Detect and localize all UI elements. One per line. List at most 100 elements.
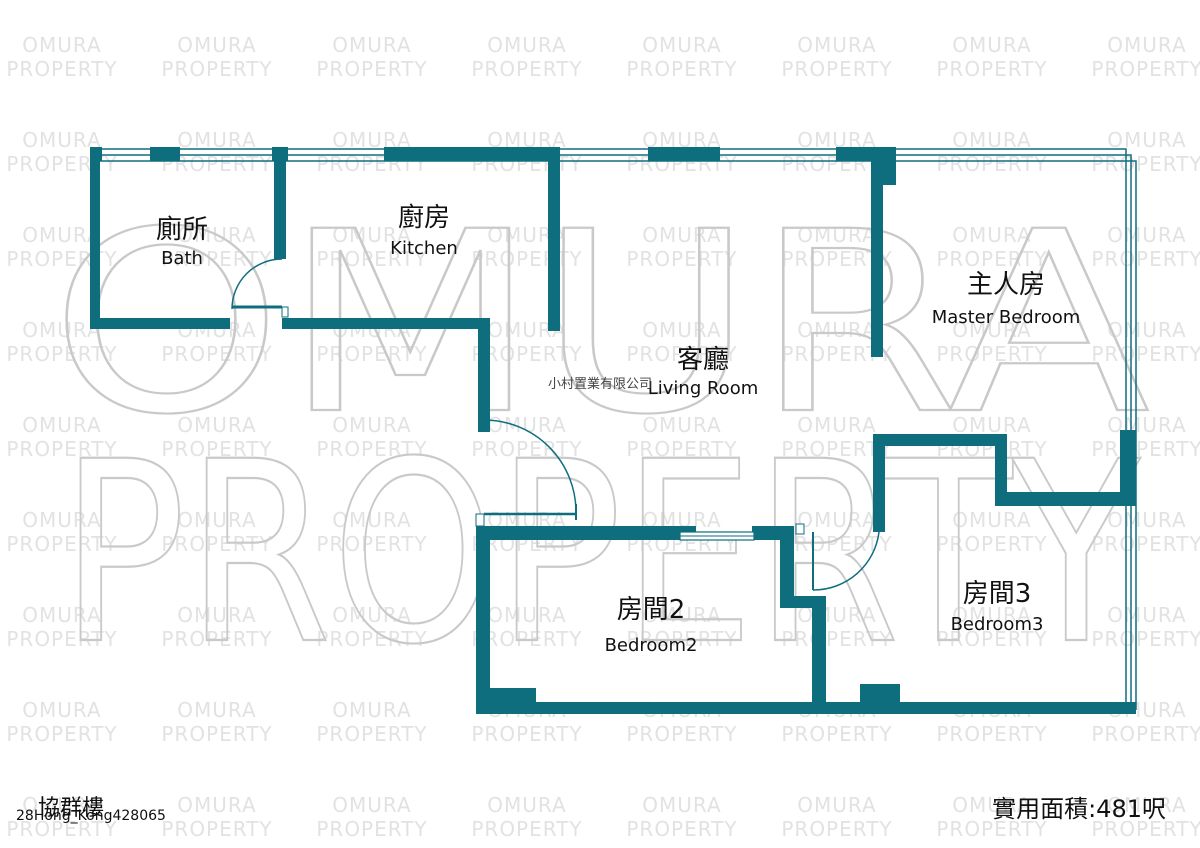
- watermark-tile-line1: OMURA: [177, 128, 256, 152]
- watermark-tile-line1: OMURA: [177, 33, 256, 57]
- watermark-tile-line2: PROPERTY: [6, 817, 117, 841]
- watermark-tile-line1: OMURA: [1107, 223, 1186, 247]
- watermark-tile-line2: PROPERTY: [936, 532, 1047, 556]
- watermark-tile-line2: PROPERTY: [161, 247, 272, 271]
- watermark-large: OMURA PROPERTY: [49, 177, 1151, 700]
- watermark-tile-line2: PROPERTY: [936, 817, 1047, 841]
- watermark-tile-line1: OMURA: [1107, 793, 1186, 817]
- watermark-tile-line1: OMURA: [22, 318, 101, 342]
- watermark-tile-line2: PROPERTY: [161, 57, 272, 81]
- watermark-tiles: OMURAPROPERTYOMURAPROPERTYOMURAPROPERTYO…: [6, 33, 1200, 841]
- watermark-tile-line1: OMURA: [22, 793, 101, 817]
- watermark-tile-line2: PROPERTY: [936, 247, 1047, 271]
- watermark-tile-line1: OMURA: [22, 223, 101, 247]
- watermark-tile-line1: OMURA: [332, 413, 411, 437]
- watermark-tile-line1: OMURA: [642, 413, 721, 437]
- watermark-tile-line1: OMURA: [1107, 603, 1186, 627]
- company-name: 小村置業有限公司: [548, 376, 652, 392]
- watermark-tile-line1: OMURA: [642, 223, 721, 247]
- watermark-tile-line2: PROPERTY: [316, 817, 427, 841]
- watermark-tile-line2: PROPERTY: [316, 532, 427, 556]
- watermark-tile-line2: PROPERTY: [316, 627, 427, 651]
- watermark-tile-line2: PROPERTY: [6, 57, 117, 81]
- watermark-tile-line1: OMURA: [1107, 128, 1186, 152]
- watermark-tile-line1: OMURA: [22, 508, 101, 532]
- watermark-tile-line1: OMURA: [797, 793, 876, 817]
- bedroom3-door-swing: [812, 531, 880, 591]
- watermark-tile-line1: OMURA: [797, 223, 876, 247]
- watermark-tile-line1: OMURA: [642, 793, 721, 817]
- watermark-tile-line1: OMURA: [797, 33, 876, 57]
- watermark-tile-line1: OMURA: [797, 508, 876, 532]
- watermark-tile-line2: PROPERTY: [1091, 342, 1200, 366]
- watermark-tile-line2: PROPERTY: [1091, 722, 1200, 746]
- watermark-tile-line2: PROPERTY: [1091, 152, 1200, 176]
- reference-code: 28Hong_Kong428065: [16, 808, 166, 824]
- watermark-tile-line2: PROPERTY: [6, 627, 117, 651]
- kitchen-label-zh: 廚房: [398, 203, 450, 233]
- watermark-tile-line1: OMURA: [487, 603, 566, 627]
- watermark-tile-line1: OMURA: [1107, 33, 1186, 57]
- watermark-tile-line2: PROPERTY: [161, 627, 272, 651]
- watermark-tile-line2: PROPERTY: [1091, 627, 1200, 651]
- watermark-tile-line1: OMURA: [332, 223, 411, 247]
- watermark-tile-line1: OMURA: [22, 33, 101, 57]
- watermark-tile-line2: PROPERTY: [626, 817, 737, 841]
- bath-door-swing: [231, 258, 283, 310]
- watermark-tile-line1: OMURA: [177, 698, 256, 722]
- watermark-tile-line1: OMURA: [952, 413, 1031, 437]
- watermark-tile-line2: PROPERTY: [936, 342, 1047, 366]
- watermark-tile-line1: OMURA: [177, 793, 256, 817]
- watermark-tile-line2: PROPERTY: [936, 627, 1047, 651]
- watermark-tile-line1: OMURA: [642, 603, 721, 627]
- saleable-area: 實用面積:481呎: [992, 795, 1166, 823]
- watermark-tile-line2: PROPERTY: [471, 247, 582, 271]
- living-label-en: Living Room: [648, 378, 759, 399]
- watermark-tile-line1: OMURA: [332, 508, 411, 532]
- watermark-tile-line2: PROPERTY: [626, 247, 737, 271]
- watermark-tile-line1: OMURA: [332, 33, 411, 57]
- living-door-swing: [483, 419, 577, 513]
- watermark-large-line2: PROPERTY: [60, 408, 1141, 699]
- kitchen-label-en: Kitchen: [390, 238, 458, 259]
- watermark-tile-line1: OMURA: [487, 793, 566, 817]
- bedroom3-label-zh: 房間3: [963, 579, 1032, 609]
- watermark-tile-line1: OMURA: [332, 603, 411, 627]
- watermark-tile-line2: PROPERTY: [781, 722, 892, 746]
- watermark-tile-line1: OMURA: [177, 413, 256, 437]
- watermark-tile-line1: OMURA: [22, 698, 101, 722]
- watermark-tile-line1: OMURA: [1107, 508, 1186, 532]
- watermark-tile-line1: OMURA: [332, 793, 411, 817]
- watermark-tile-line2: PROPERTY: [316, 437, 427, 461]
- watermark-tile-line1: OMURA: [332, 698, 411, 722]
- watermark-tile-line2: PROPERTY: [471, 437, 582, 461]
- watermark-tile-line1: OMURA: [952, 508, 1031, 532]
- watermark-tile-line1: OMURA: [952, 318, 1031, 342]
- watermark-tile-line1: OMURA: [1107, 318, 1186, 342]
- watermark-tile-line1: OMURA: [642, 33, 721, 57]
- watermark-tile-line1: OMURA: [797, 413, 876, 437]
- watermark-tile-line2: PROPERTY: [936, 152, 1047, 176]
- watermark-tile-line2: PROPERTY: [471, 817, 582, 841]
- watermark-tile-line1: OMURA: [177, 603, 256, 627]
- watermark-tile-line2: PROPERTY: [1091, 57, 1200, 81]
- watermark-tile-line2: PROPERTY: [316, 57, 427, 81]
- room-labels: 廁所 Bath 廚房 Kitchen 主人房 Master Bedroom 客廳…: [156, 203, 1080, 656]
- watermark-tile-line2: PROPERTY: [936, 57, 1047, 81]
- watermark-tile-line2: PROPERTY: [1091, 817, 1200, 841]
- master-label-zh: 主人房: [967, 270, 1045, 300]
- living-label-zh: 客廳: [677, 345, 729, 375]
- watermark-tile-line2: PROPERTY: [316, 247, 427, 271]
- watermark-tile-line1: OMURA: [22, 603, 101, 627]
- bedroom2-label-zh: 房間2: [617, 595, 686, 625]
- watermark-tile-line1: OMURA: [797, 318, 876, 342]
- walls: [90, 147, 1136, 714]
- watermark-tile-line1: OMURA: [952, 223, 1031, 247]
- watermark-tile-line2: PROPERTY: [781, 817, 892, 841]
- watermark-tile-line1: OMURA: [952, 128, 1031, 152]
- watermark-tile-line2: PROPERTY: [161, 817, 272, 841]
- watermark-tile-line2: PROPERTY: [626, 627, 737, 651]
- watermark-tile-line1: OMURA: [642, 318, 721, 342]
- bedroom3-label-en: Bedroom3: [951, 614, 1044, 635]
- watermark-tile-line1: OMURA: [952, 793, 1031, 817]
